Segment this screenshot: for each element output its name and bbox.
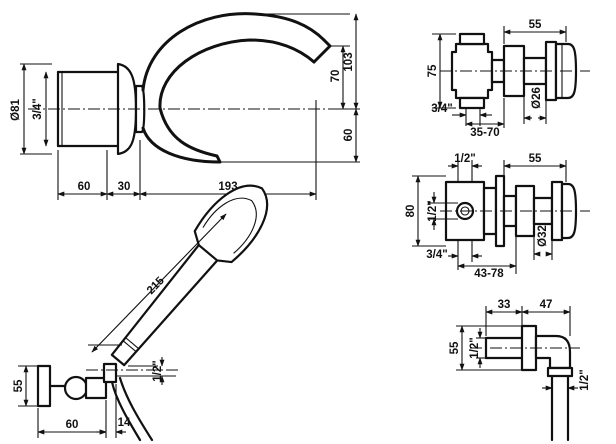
dim-30-spout: 30 <box>118 181 131 193</box>
spout-arc-inner <box>141 38 316 164</box>
dim-55-large: 55 <box>529 153 542 165</box>
diverter-small-view: 55 75 3/4" 35-70 Ø26 <box>427 19 590 139</box>
spout-arc-outer <box>141 12 326 92</box>
dim-60-spout: 60 <box>78 181 91 193</box>
dim-47: 47 <box>540 299 553 311</box>
spout-view: 60 30 193 Ø81 3/4" 103 70 60 <box>10 12 360 200</box>
dim-dia-32: Ø32 <box>537 225 549 247</box>
dim-55-small: 55 <box>529 19 542 31</box>
dim-thread-34-spout: 3/4" <box>32 98 44 119</box>
dim-thread-12-top: 1/2" <box>454 153 475 165</box>
dim-33: 33 <box>498 299 511 311</box>
dim-103: 103 <box>343 52 355 71</box>
dim-thread-34-large: 3/4" <box>426 249 447 261</box>
hose-outlet-view: 33 47 55 1/2" 1/2" <box>449 299 591 442</box>
dim-43-78: 43-78 <box>474 268 504 280</box>
spout-tip <box>312 38 332 64</box>
dim-80: 80 <box>405 205 417 218</box>
dim-dia-26: Ø26 <box>531 87 543 109</box>
dim-35-70: 35-70 <box>470 127 499 139</box>
dim-thread-12-outlet-bottom: 1/2" <box>579 369 591 390</box>
dim-70: 70 <box>330 70 342 83</box>
dim-55-shower: 55 <box>13 379 25 392</box>
dim-75: 75 <box>427 64 439 77</box>
dim-14: 14 <box>118 417 131 429</box>
hand-shower-view: 215 1/2" 55 60 14 <box>13 184 269 442</box>
dim-thread-12-shower: 1/2" <box>152 360 164 381</box>
dim-thread-34-small: 3/4" <box>431 103 452 115</box>
dim-55-outlet: 55 <box>449 341 461 354</box>
dim-60-shower: 60 <box>66 419 79 431</box>
dim-60-height: 60 <box>343 129 355 142</box>
dim-thread-12-outlet-side: 1/2" <box>469 337 481 358</box>
dim-dia-81: Ø81 <box>10 99 22 121</box>
diverter-large-view: 1/2" 55 80 1/2" Ø32 3/4" 43-78 <box>405 153 590 280</box>
dim-thread-12-side: 1/2" <box>427 200 439 221</box>
